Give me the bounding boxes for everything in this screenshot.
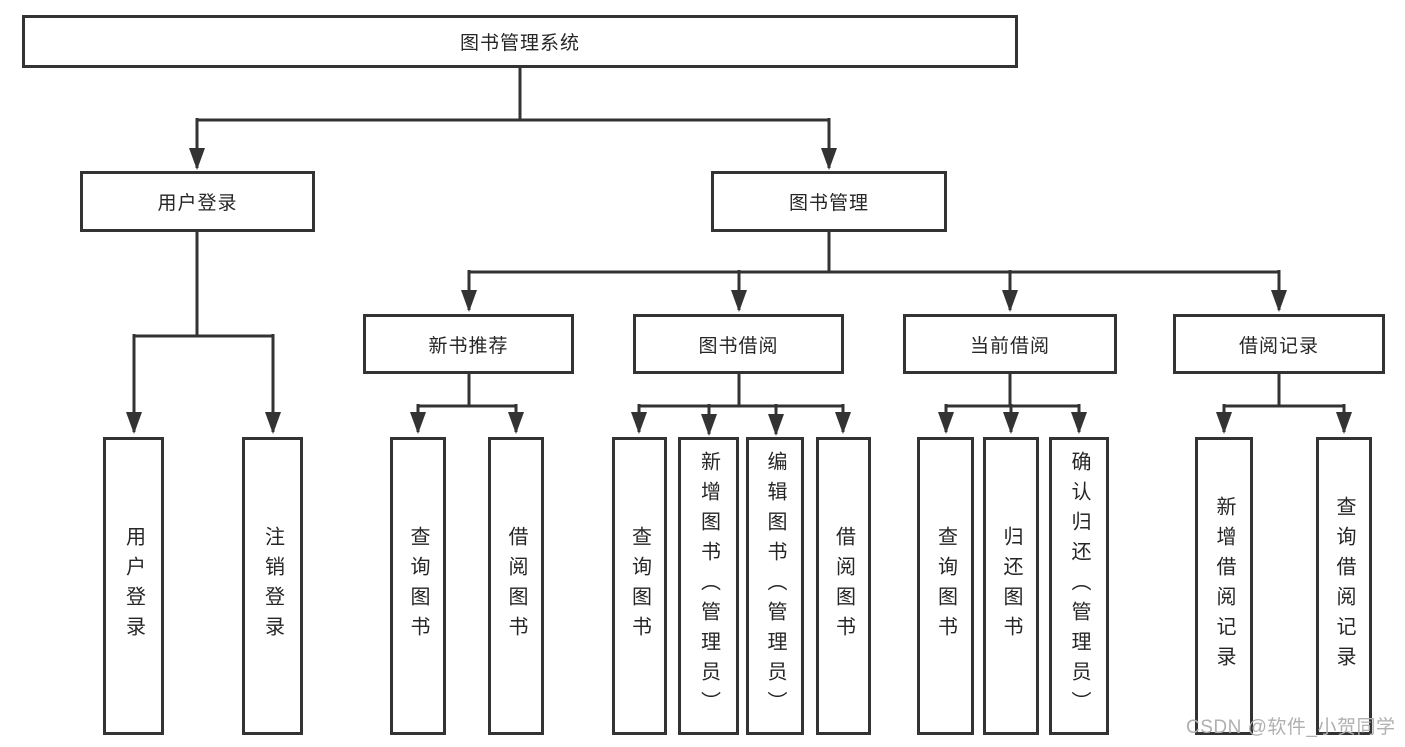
node-label: 新增图书（管理员）: [697, 451, 720, 721]
node-label: 图书借阅: [698, 335, 779, 357]
node-book-borrowing: 图书借阅: [633, 314, 844, 374]
node-borrowing-records: 借阅记录: [1173, 314, 1385, 374]
leaf-logout: 注销登录: [242, 437, 303, 735]
leaf-user-login: 用户登录: [103, 437, 164, 735]
connector-trunks: [134, 66, 1344, 408]
node-label: 查询图书: [407, 526, 429, 646]
node-label: 图书管理系统: [459, 33, 580, 54]
node-label: 查询借阅记录: [1333, 496, 1355, 676]
node-label: 查询图书: [934, 526, 957, 646]
node-root-system: 图书管理系统: [22, 15, 1018, 68]
node-label: 归还图书: [1000, 526, 1022, 646]
node-label: 借阅图书: [832, 526, 855, 646]
node-label: 查询图书: [628, 526, 651, 646]
node-label: 借阅图书: [505, 526, 527, 646]
leaf-query-books-current: 查询图书: [917, 437, 974, 735]
leaf-query-borrow-record: 查询借阅记录: [1316, 437, 1372, 735]
node-label: 当前借阅: [969, 335, 1050, 357]
leaf-borrow-books-borrow: 借阅图书: [816, 437, 871, 735]
leaf-add-borrow-record: 新增借阅记录: [1195, 437, 1253, 735]
leaf-edit-books-admin: 编辑图书（管理员）: [746, 437, 804, 735]
node-label: 确认归还（管理员）: [1068, 451, 1090, 721]
leaf-add-books-admin: 新增图书（管理员）: [678, 437, 739, 735]
node-label: 借阅记录: [1238, 335, 1319, 357]
leaf-query-books-newbook: 查询图书: [390, 437, 446, 735]
leaf-confirm-return-admin: 确认归还（管理员）: [1049, 437, 1109, 735]
leaf-borrow-books-newbook: 借阅图书: [488, 437, 544, 735]
node-label: 编辑图书（管理员）: [764, 451, 786, 721]
node-label: 新书推荐: [428, 335, 509, 357]
node-label: 用户登录: [122, 526, 145, 646]
node-label: 注销登录: [261, 526, 284, 646]
node-label: 新增借阅记录: [1213, 496, 1235, 676]
node-label: 用户登录: [157, 193, 238, 214]
csdn-watermark: CSDN @软件_小贺同学: [1186, 717, 1396, 738]
node-book-management: 图书管理: [711, 171, 947, 232]
node-user-login: 用户登录: [80, 171, 315, 232]
leaf-query-books-borrow: 查询图书: [612, 437, 667, 735]
node-current-borrowing: 当前借阅: [903, 314, 1117, 374]
leaf-return-books: 归还图书: [983, 437, 1039, 735]
node-new-book-recommend: 新书推荐: [363, 314, 574, 374]
node-label: 图书管理: [788, 193, 869, 214]
